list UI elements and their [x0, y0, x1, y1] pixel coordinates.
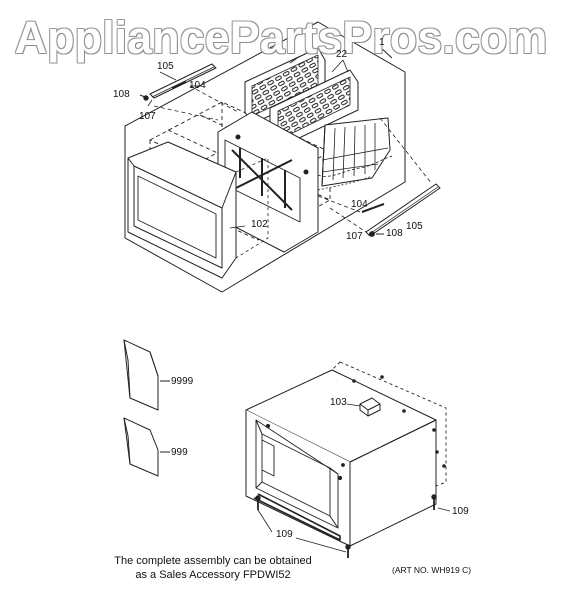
watermark: AppliancePartsPros.com [14, 12, 548, 63]
label-9999: 9999 [171, 376, 194, 387]
envelope-999 [123, 417, 170, 477]
rail-right-105 [361, 183, 441, 237]
screw-109-right [431, 494, 451, 512]
screw-109-left [255, 495, 273, 533]
label-104-left: 104 [189, 80, 206, 91]
drawer-front-102 [127, 141, 269, 279]
back-panel [331, 361, 447, 487]
label-999: 999 [171, 447, 188, 458]
assembly-note-line-1: The complete assembly can be obtained [114, 555, 312, 567]
rail-left-leaders [153, 85, 239, 121]
screw-109-center [295, 537, 351, 558]
label-105-left: 105 [157, 61, 174, 72]
label-107-left: 107 [139, 111, 156, 122]
basket [317, 117, 393, 191]
label-103: 103 [330, 397, 347, 408]
rail-left-105 [139, 63, 217, 107]
assembly-outline [124, 21, 406, 293]
label-109-left: 109 [276, 529, 293, 540]
back-panel-fasteners [352, 375, 446, 468]
label-108-left: 108 [113, 89, 130, 100]
label-104-right: 104 [351, 199, 368, 210]
part-103 [346, 397, 381, 417]
label-102: 102 [251, 219, 268, 230]
label-108-right: 108 [386, 228, 403, 239]
rail-right-leaders [317, 117, 433, 233]
label-105-right: 105 [406, 221, 423, 232]
label-107-right: 107 [346, 231, 363, 242]
label-1: 1 [379, 37, 385, 48]
assembly-note-line-2: as a Sales Accessory FPDWI52 [135, 569, 291, 581]
leader-lines-upper [190, 59, 349, 229]
label-22: 22 [336, 49, 348, 60]
pedestal-box [245, 369, 437, 547]
assembly-note: The complete assembly can be obtained as… [98, 554, 328, 582]
label-109-right: 109 [452, 506, 469, 517]
envelope-9999 [123, 339, 170, 411]
art-number: (ART NO. WH919 C) [392, 565, 472, 575]
front-frame [217, 111, 319, 253]
